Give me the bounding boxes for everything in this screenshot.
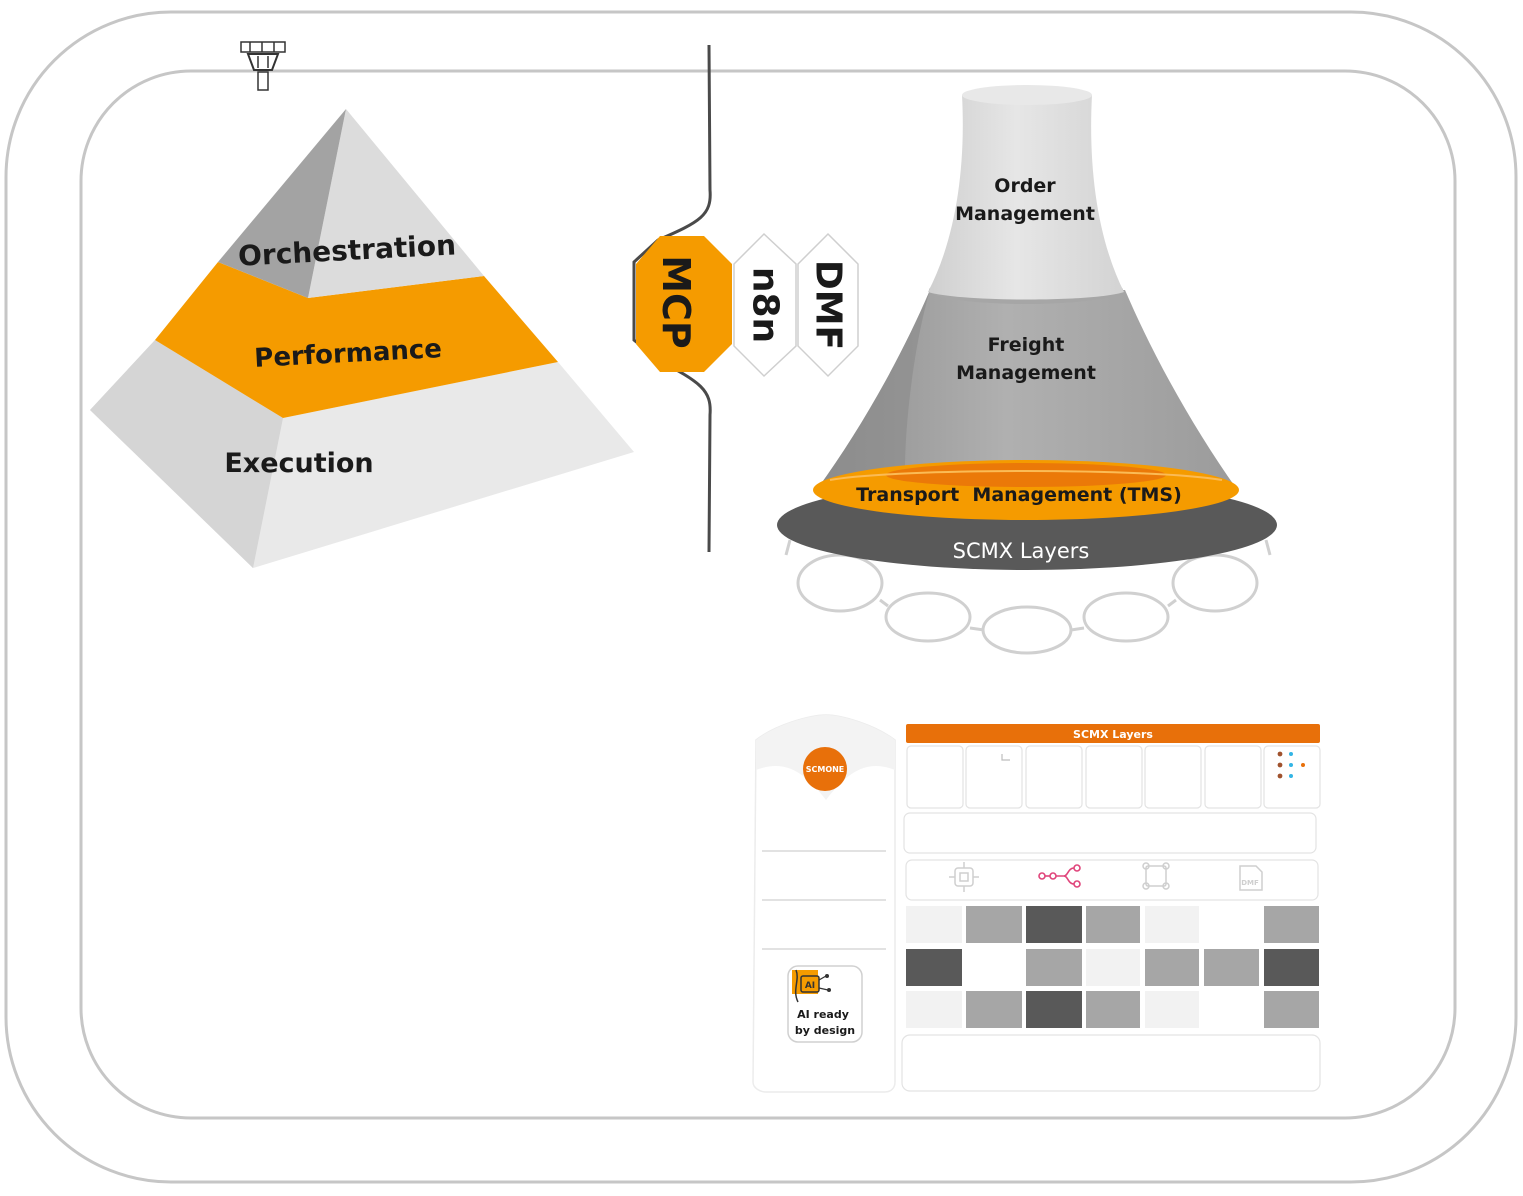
scmx-panel: SCMONE AI AI ready by design SCMX Layers <box>752 714 1321 1093</box>
panel-footer-area <box>901 1034 1321 1092</box>
svg-text:DMF: DMF <box>1241 879 1259 887</box>
panel-block-grid <box>906 906 1319 1028</box>
pyramid-performance-layer <box>155 262 558 418</box>
panel-header <box>906 724 1320 743</box>
dmf-doc-icon: DMF <box>1239 865 1263 891</box>
outer-frame <box>4 10 1518 1184</box>
workflow-icon <box>1038 864 1081 888</box>
divider-line <box>632 44 712 553</box>
inner-frame <box>79 69 1457 1120</box>
network-dots-icon <box>1277 751 1305 779</box>
connector-dmf: DMF <box>797 232 859 378</box>
tower-freight-section <box>818 290 1236 488</box>
panel-blank-bar <box>903 812 1317 854</box>
ai-badge-line1: AI ready <box>797 1008 849 1021</box>
pyramid-label-execution: Execution <box>224 448 373 479</box>
tower-label-freight-2: Management <box>956 362 1096 384</box>
tower-icon <box>240 41 286 91</box>
ai-chip-label: AI <box>805 981 815 991</box>
connector-label-dmf: DMF <box>808 260 849 350</box>
scmone-logo <box>803 747 847 791</box>
tower-base-label: SCMX Layers <box>953 539 1090 563</box>
tower-label-freight-1: Freight <box>988 334 1065 356</box>
ai-badge-line2: by design <box>795 1024 855 1037</box>
scmone-logo-text: SCMONE <box>806 765 845 774</box>
chain-links <box>784 539 1272 655</box>
connector-n8n: n8n <box>733 232 797 378</box>
tower-label-order-2: Management <box>955 203 1095 225</box>
pyramid: Orchestration Performance Execution <box>90 109 634 568</box>
connector-label-n8n: n8n <box>745 267 786 343</box>
connector-mcp: MCP <box>636 236 732 372</box>
tower-label-order-1: Order <box>994 175 1056 197</box>
connector-label-mcp: MCP <box>654 255 698 349</box>
tower-order-section <box>928 95 1124 300</box>
pyramid-orchestration-layer <box>308 109 484 298</box>
tower-label-tms: Transport Management (TMS) <box>856 484 1182 506</box>
scmx-tower: Order Management Freight Management Tran… <box>777 85 1277 655</box>
panel-tile-row <box>906 745 1321 809</box>
ai-chip-icon: AI <box>794 969 831 1003</box>
panel-icon-bar <box>905 859 1319 901</box>
ai-processor-icon <box>949 862 979 892</box>
network-icon <box>1142 862 1170 890</box>
panel-header-label: SCMX Layers <box>1073 728 1153 741</box>
